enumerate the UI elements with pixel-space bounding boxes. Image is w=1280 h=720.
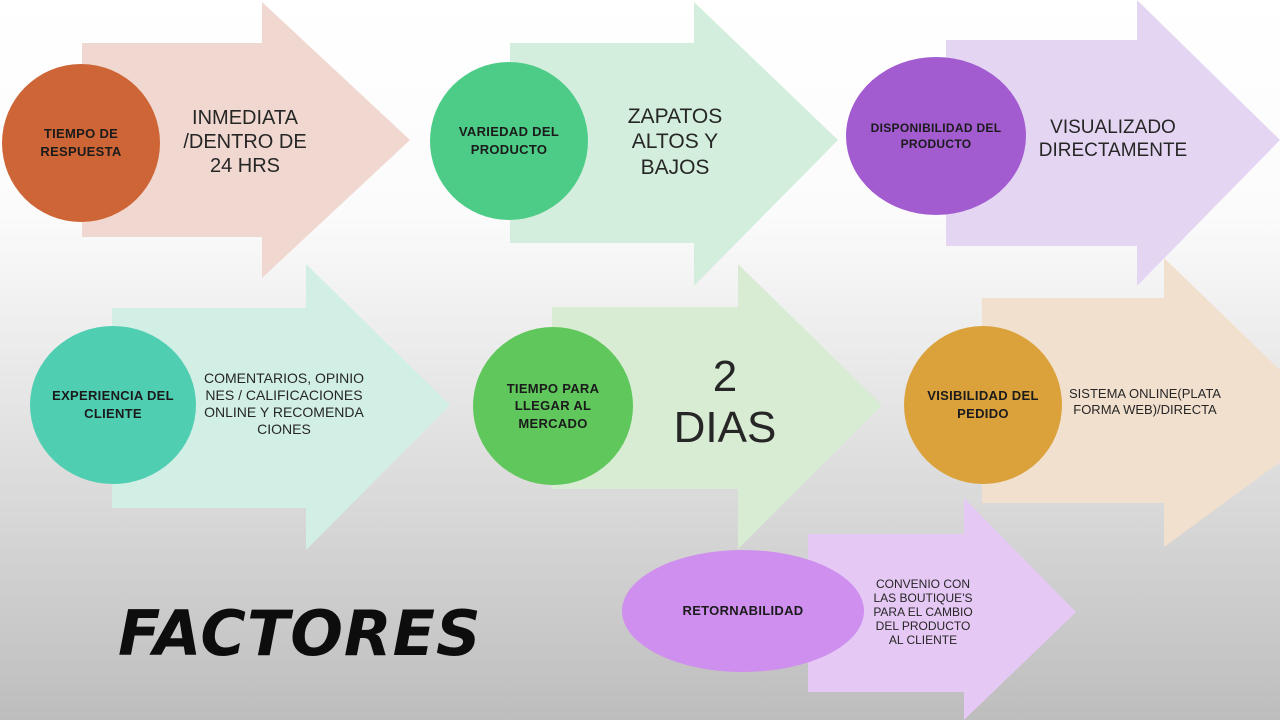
arrow-polygon <box>552 264 882 549</box>
page-title: FACTORES <box>118 597 482 670</box>
arrow-polygon <box>808 498 1076 720</box>
factor-circle: VARIEDAD DEL PRODUCTO <box>430 62 588 220</box>
factor-description: 2 DIAS <box>673 352 777 452</box>
arrow-polygon <box>510 2 838 286</box>
arrow-polygon <box>82 2 410 278</box>
arrow-polygon <box>112 264 450 550</box>
factor-circle: EXPERIENCIA DEL CLIENTE <box>30 326 196 484</box>
factor-circle: VISIBILIDAD DEL PEDIDO <box>904 326 1062 484</box>
factor-description: ZAPATOS ALTOS Y BAJOS <box>627 105 723 179</box>
factor-circle: TIEMPO PARA LLEGAR AL MERCADO <box>473 327 633 485</box>
factor-description: VISUALIZADO DIRECTAMENTE <box>1038 117 1188 161</box>
arrow-polygon <box>946 0 1280 286</box>
arrow-polygon <box>982 258 1280 547</box>
factor-description: CONVENIO CON LAS BOUTIQUE'S PARA EL CAMB… <box>873 576 973 648</box>
factor-circle: RETORNABILIDAD <box>622 550 864 672</box>
factor-circle: DISPONIBILIDAD DEL PRODUCTO <box>846 57 1026 215</box>
factor-description: SISTEMA ONLINE(PLATAFORMA WEB)/DIRECTA <box>1069 386 1221 417</box>
factor-description: INMEDIATA /DENTRO DE 24 HRS <box>183 107 307 177</box>
factor-circle: TIEMPO DE RESPUESTA <box>2 64 160 222</box>
factor-description: COMENTARIOS, OPINIONES / CALIFICACIONES … <box>204 370 364 437</box>
